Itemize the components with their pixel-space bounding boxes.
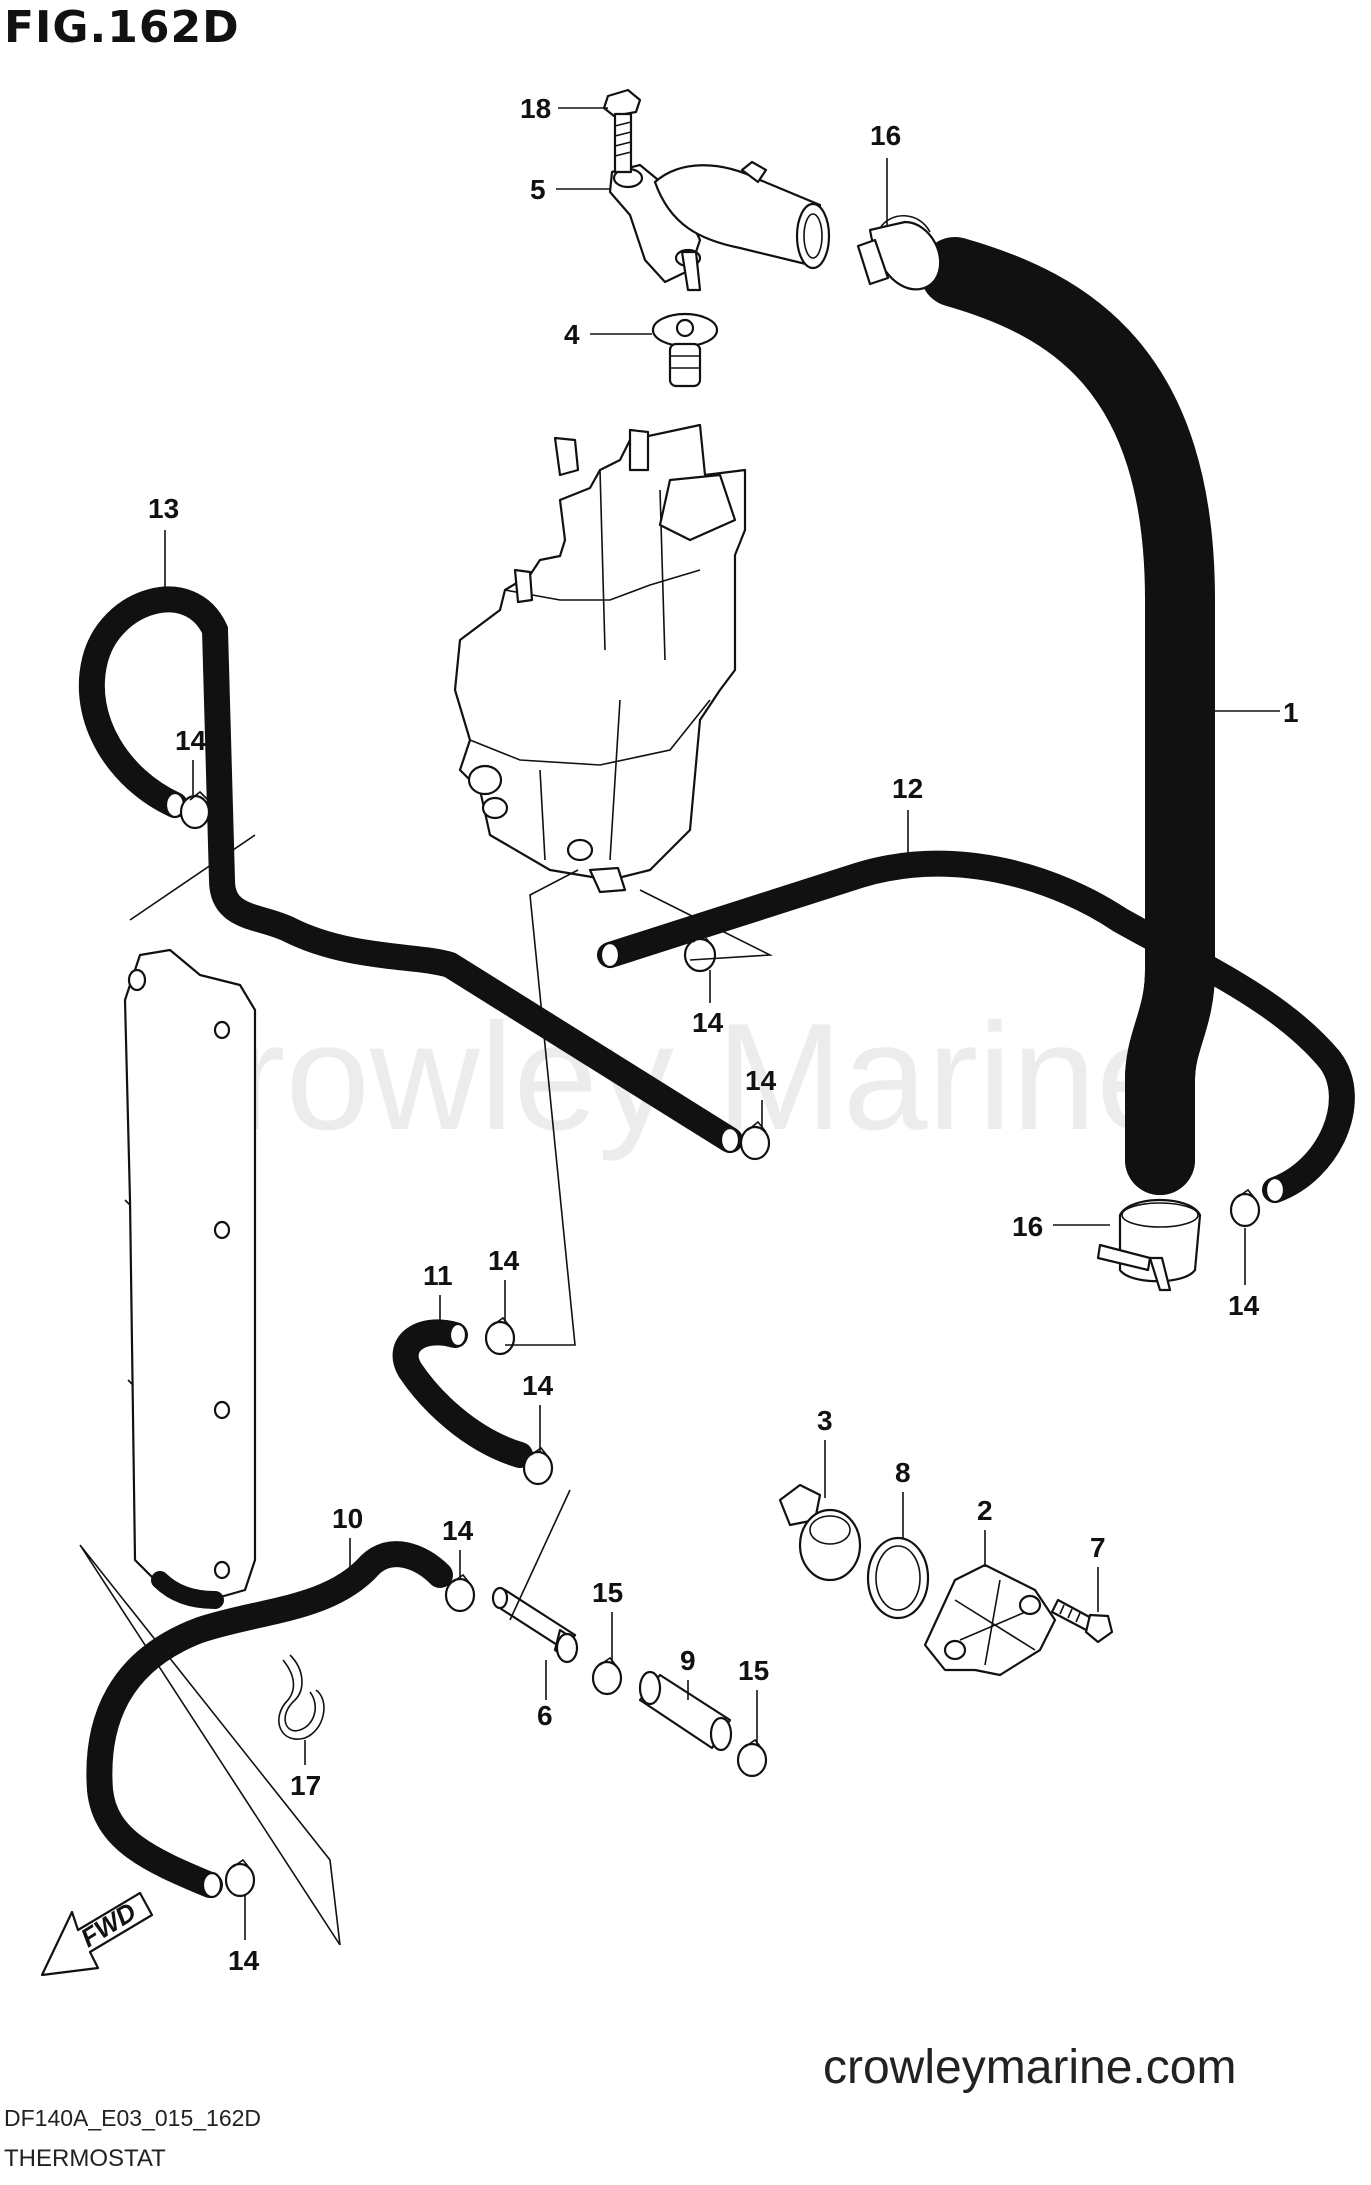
clamp-14-d: [1229, 1188, 1261, 1228]
fwd-arrow-icon: FWD: [40, 1891, 154, 1977]
anode-3: [778, 1483, 862, 1582]
website-label: crowleymarine.com: [823, 2041, 1237, 2094]
callout-3: 3: [817, 1405, 833, 1436]
callout-11: 11: [423, 1260, 453, 1291]
callout-7: 7: [1090, 1532, 1106, 1563]
callout-6: 6: [537, 1700, 553, 1731]
hose-13: [78, 586, 743, 1154]
callout-14-d: 14: [1228, 1290, 1260, 1321]
callout-14-b: 14: [692, 1007, 724, 1038]
cover-plate-2: [923, 1563, 1057, 1677]
clamp-14-e: [484, 1316, 516, 1356]
callout-14-f: 14: [522, 1370, 554, 1401]
callouts: 18 5 16 4 13 1 14 12 14 14 16 14 11 14 1…: [148, 93, 1299, 1976]
o-ring-8: [866, 1536, 930, 1620]
hose-1-front: [1125, 817, 1215, 1195]
callout-16-bottom: 16: [1012, 1211, 1043, 1242]
bolt-18: [602, 88, 642, 174]
hose-12: [597, 850, 1355, 1204]
callout-10: 10: [332, 1503, 363, 1534]
hose-11: [392, 1319, 533, 1468]
clamp-16-bottom: [1096, 1199, 1202, 1292]
callout-16-top: 16: [870, 120, 901, 151]
clamp-16-top: [856, 215, 942, 291]
callout-4: 4: [564, 319, 580, 350]
cooler-plate: [123, 948, 257, 1609]
callout-14-g: 14: [442, 1515, 474, 1546]
figure-title: FIG.162D: [4, 2, 240, 53]
pipe-6: [491, 1586, 579, 1664]
diagram-subtitle: THERMOSTAT: [4, 2145, 166, 2172]
thermostat-4: [651, 312, 719, 388]
hose-10: [86, 1541, 453, 1899]
engine-block: [453, 423, 747, 894]
callout-15-b: 15: [738, 1655, 769, 1686]
clamp-14-h: [224, 1858, 256, 1898]
callout-9: 9: [680, 1645, 696, 1676]
callout-8: 8: [895, 1457, 911, 1488]
hose-9: [638, 1670, 733, 1752]
bolt-7: [1050, 1598, 1114, 1644]
callout-14-h: 14: [228, 1945, 260, 1976]
callout-18: 18: [520, 93, 551, 124]
callout-2: 2: [977, 1495, 993, 1526]
callout-12: 12: [892, 773, 923, 804]
clamp-14-f: [522, 1446, 554, 1486]
diagram-code: DF140A_E03_015_162D: [4, 2105, 262, 2131]
callout-14-c: 14: [745, 1065, 777, 1096]
callout-5: 5: [530, 174, 546, 205]
clamp-14-a: [179, 790, 211, 830]
callout-13: 13: [148, 493, 179, 524]
leader-lines: [79, 107, 1280, 1946]
callout-1: 1: [1283, 697, 1299, 728]
clip-17: [278, 1654, 325, 1740]
callout-14-a: 14: [175, 725, 207, 756]
clamp-14-b: [683, 933, 717, 973]
thermostat-cover-5: [608, 160, 831, 292]
clamp-14-c: [739, 1120, 771, 1161]
callout-15-a: 15: [592, 1577, 623, 1608]
clamp-15-b: [736, 1738, 768, 1778]
callout-17: 17: [290, 1770, 321, 1801]
clamp-15-a: [591, 1656, 623, 1696]
callout-14-e: 14: [488, 1245, 520, 1276]
